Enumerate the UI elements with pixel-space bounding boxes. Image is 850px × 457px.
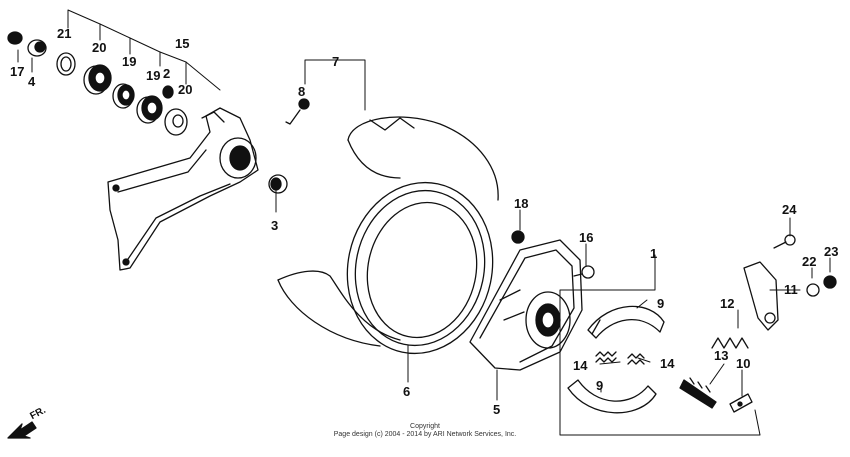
callout-23: 23 [824,244,838,259]
callout-15: 15 [175,36,189,51]
callout-19b: 19 [146,68,160,83]
callout-14a: 14 [573,358,588,373]
leader-lines [17,9,831,436]
callout-21: 21 [57,26,71,41]
collar-4 [27,39,47,57]
return-spring-12 [711,337,749,349]
brake-shoe-9a [587,305,665,339]
nut-23 [823,275,837,289]
wheel-rim-6 [346,181,494,355]
brake-cam-13 [679,377,717,409]
oil-seal-21 [56,52,76,76]
copyright-line2: Page design (c) 2004 - 2014 by ARI Netwo… [333,431,517,438]
spring-14b [627,353,645,365]
spacer-19b [136,95,163,124]
callout-9a: 9 [657,296,664,311]
callout-3: 3 [271,218,278,233]
copyright-line1: Copyright [410,423,440,430]
callout-2: 2 [163,66,170,81]
callout-7: 7 [332,54,339,69]
plug-18 [511,230,525,244]
cap-nut-17 [7,31,23,45]
callout-22: 22 [802,254,816,269]
callout-4: 4 [28,74,36,89]
callout-5: 5 [493,402,500,417]
collar-3 [268,174,288,194]
callout-12: 12 [720,296,734,311]
callout-20b: 20 [178,82,192,97]
bolt-16 [573,265,595,279]
pin-22 [806,283,820,297]
callout-6: 6 [403,384,410,399]
bolt-24 [773,234,796,249]
callout-19a: 19 [122,54,136,69]
rear-fork-arm [107,107,259,271]
callout-20a: 20 [92,40,106,55]
callout-10: 10 [736,356,750,371]
callout-17: 17 [10,64,24,79]
front-direction-arrow [7,421,37,439]
brake-arm-11 [743,261,779,331]
callout-16: 16 [579,230,593,245]
bearing-20b [164,108,188,136]
callout-labels: 17 4 21 20 19 19 2 15 20 3 7 8 6 5 18 16… [10,26,838,417]
callout-1: 1 [650,246,657,261]
callout-18: 18 [514,196,528,211]
bearing-20a [83,64,112,95]
callout-11: 11 [784,282,798,297]
wear-indicator-10 [729,393,753,413]
distance-collar-2 [162,85,174,99]
callout-24: 24 [782,202,797,217]
callout-14b: 14 [660,356,675,371]
brake-shoe-9b [567,379,657,414]
callout-13: 13 [714,348,728,363]
spring-14a [595,351,617,363]
callout-9b: 9 [596,378,603,393]
tire-valve-8 [285,98,310,125]
brake-panel-5 [469,239,583,371]
spacer-19a [112,83,135,109]
tire-7 [277,116,499,347]
callout-8: 8 [298,84,305,99]
